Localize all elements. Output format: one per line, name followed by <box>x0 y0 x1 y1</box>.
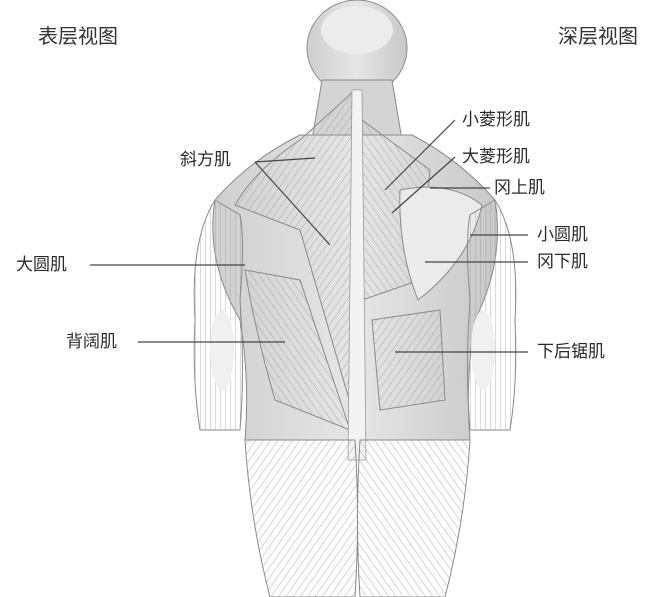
surface-view-header: 表层视图 <box>38 26 118 46</box>
deep-view-header: 深层视图 <box>558 26 638 46</box>
glutes <box>245 440 470 597</box>
label-teres-major: 大圆肌 <box>16 257 67 274</box>
label-rhomboid-minor: 小菱形肌 <box>462 112 530 129</box>
label-supraspinatus: 冈上肌 <box>494 180 545 197</box>
label-latissimus-dorsi: 背阔肌 <box>66 334 117 351</box>
label-serratus-posterior-inferior: 下后锯肌 <box>537 344 605 361</box>
label-rhomboid-major: 大菱形肌 <box>462 149 530 166</box>
label-teres-minor: 小圆肌 <box>537 227 588 244</box>
serratus-right <box>372 310 445 410</box>
label-trapezius: 斜方肌 <box>180 152 231 169</box>
label-infraspinatus: 冈下肌 <box>537 254 588 271</box>
